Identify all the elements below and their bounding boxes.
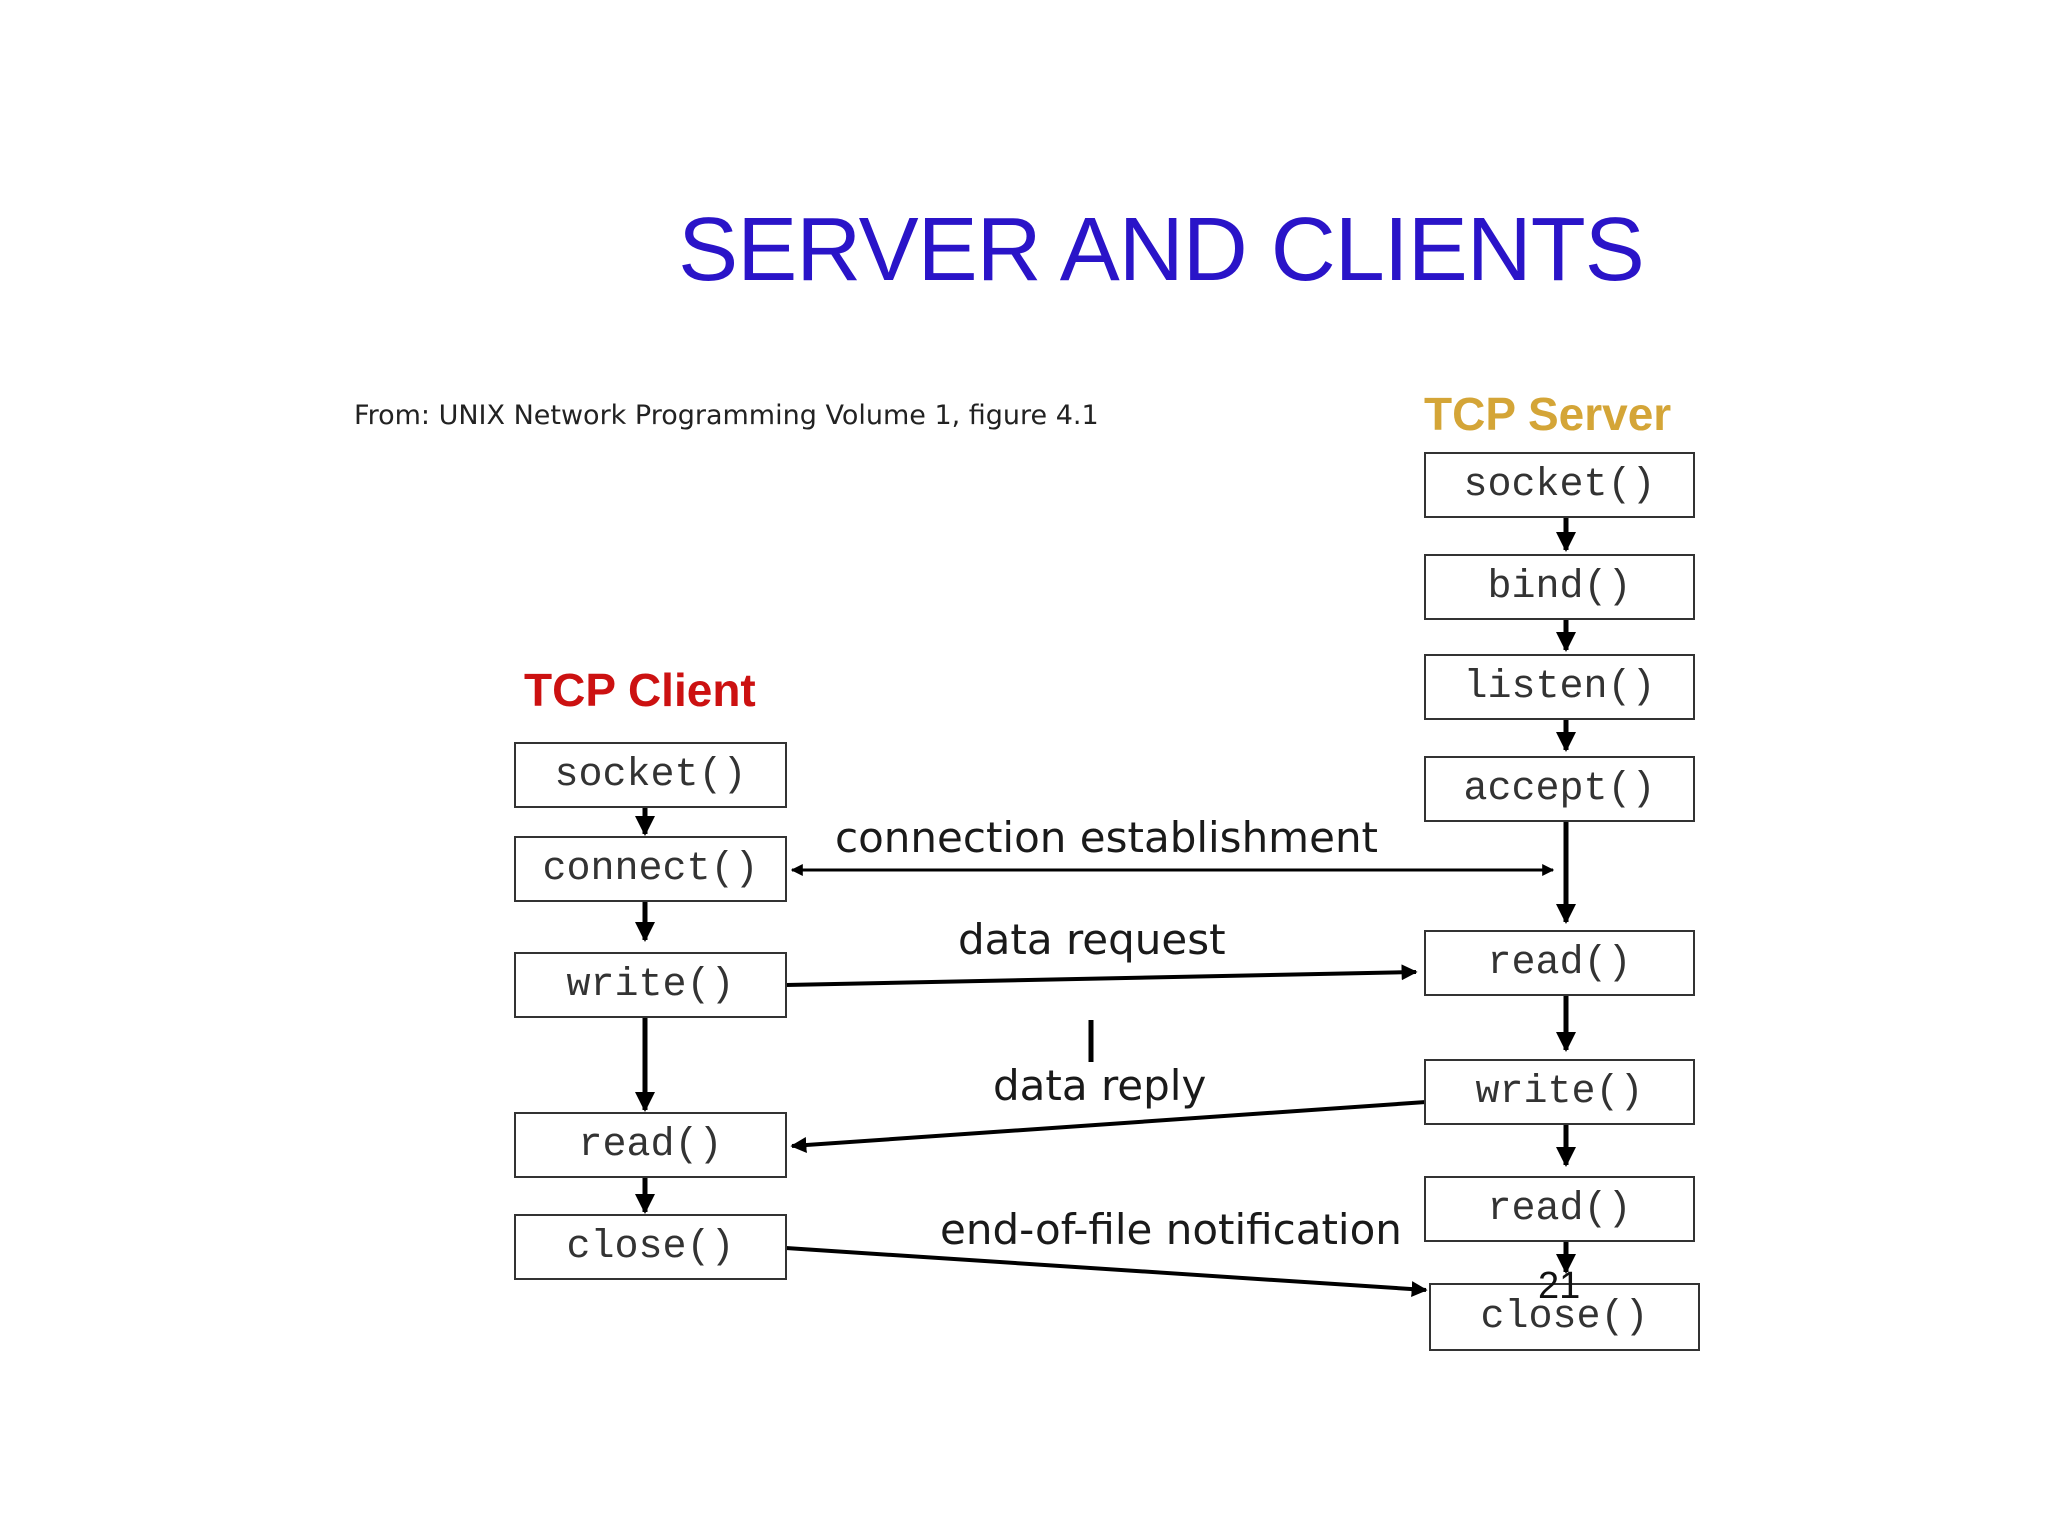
data-request-label: data request bbox=[958, 915, 1226, 964]
data-request-arrow bbox=[785, 964, 1418, 987]
server-close-box: close() bbox=[1429, 1283, 1700, 1351]
server-write-box: write() bbox=[1424, 1059, 1695, 1125]
slide-title: SERVER AND CLIENTS bbox=[678, 200, 1645, 300]
server-read-box-2: read() bbox=[1424, 1176, 1695, 1242]
client-read-box: read() bbox=[514, 1112, 787, 1178]
server-socket-box: socket() bbox=[1424, 452, 1695, 518]
server-listen-box: listen() bbox=[1424, 654, 1695, 720]
page-number: 21 bbox=[1538, 1265, 1581, 1307]
data-reply-label: data reply bbox=[993, 1061, 1207, 1110]
connection-label: connection establishment bbox=[835, 813, 1379, 862]
eof-label: end-of-file notification bbox=[940, 1205, 1402, 1254]
data-reply-arrow bbox=[790, 1100, 1427, 1153]
eof-arrow bbox=[785, 1246, 1428, 1298]
server-bind-box: bind() bbox=[1424, 554, 1695, 620]
client-connect-box: connect() bbox=[514, 836, 787, 902]
tcp-client-heading: TCP Client bbox=[524, 664, 756, 716]
client-write-box: write() bbox=[514, 952, 787, 1018]
server-read-box: read() bbox=[1424, 930, 1695, 996]
source-note: From: UNIX Network Programming Volume 1,… bbox=[354, 400, 1099, 431]
client-socket-box: socket() bbox=[514, 742, 787, 808]
server-accept-box: accept() bbox=[1424, 756, 1695, 822]
tcp-server-heading: TCP Server bbox=[1424, 388, 1672, 440]
client-close-box: close() bbox=[514, 1214, 787, 1280]
